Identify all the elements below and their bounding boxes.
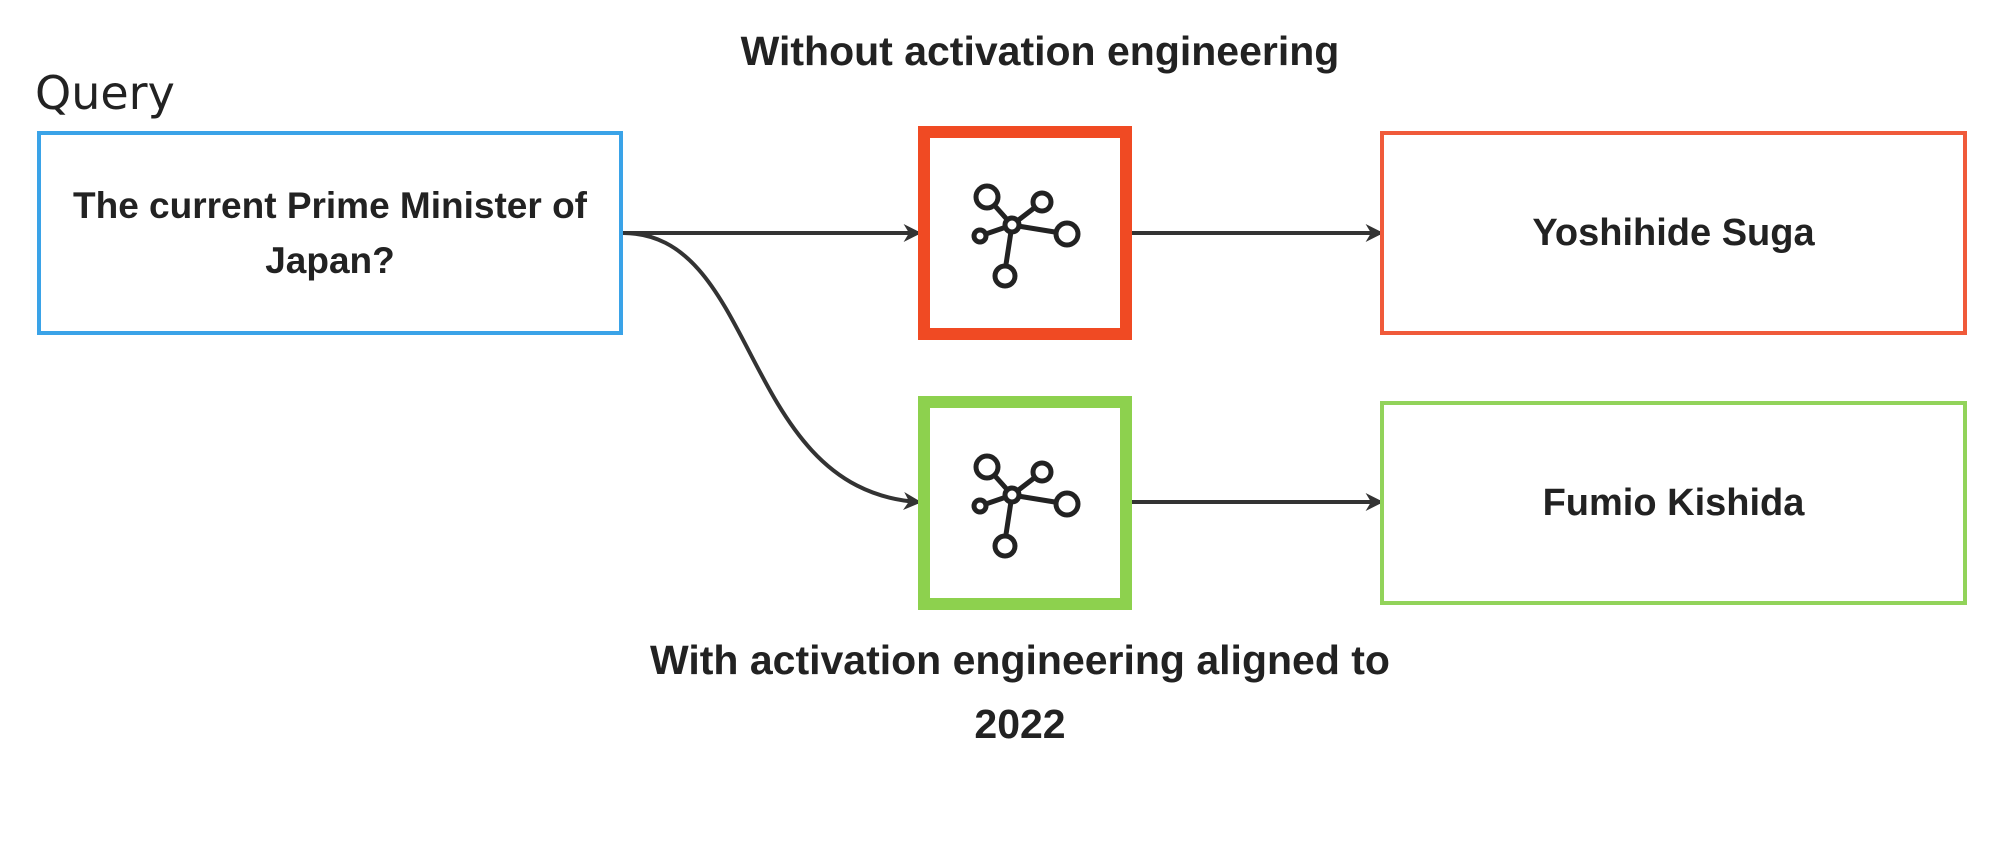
output-with-activation: Fumio Kishida <box>1380 401 1967 605</box>
output-bottom-text: Fumio Kishida <box>1542 481 1805 524</box>
with-activation-caption: With activation engineering aligned to 2… <box>650 637 1390 747</box>
output-top-text: Yoshihide Suga <box>1532 211 1815 254</box>
network-graph-icon <box>971 183 1081 289</box>
model-with-activation <box>918 396 1132 610</box>
output-without-activation: Yoshihide Suga <box>1380 131 1967 335</box>
query-text: The current Prime Minister of Japan? <box>73 185 587 281</box>
query-caption: Query <box>35 66 175 120</box>
network-graph-icon <box>971 453 1081 559</box>
arrow-query-to-model-with <box>622 231 922 510</box>
query-box: The current Prime Minister of Japan? <box>37 131 623 335</box>
model-without-activation <box>918 126 1132 340</box>
without-activation-caption: Without activation engineering <box>740 28 1340 74</box>
